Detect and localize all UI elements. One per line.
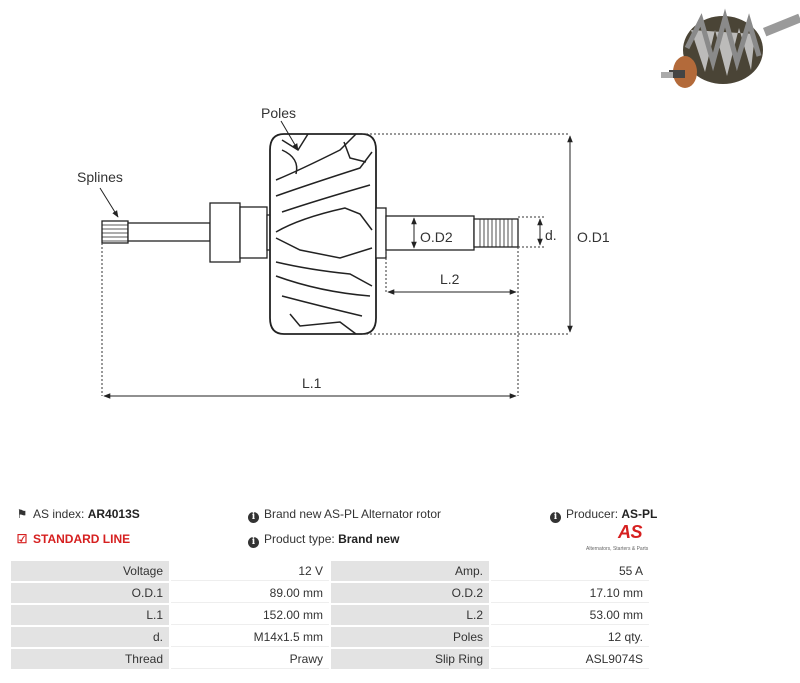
splines-leader <box>99 187 119 218</box>
table-row: d. M14x1.5 mm Poles 12 qty. <box>11 627 649 647</box>
as-index: ⚑AS index: AR4013S <box>16 507 140 521</box>
thread-lines <box>479 219 513 247</box>
table-row: O.D.1 89.00 mm O.D.2 17.10 mm <box>11 583 649 603</box>
label-d: d. <box>545 227 557 243</box>
spec-value: 12 qty. <box>491 627 649 647</box>
label-l2: L.2 <box>440 271 460 287</box>
rotor-technical-drawing: Poles Splines O.D1 O.D2 d. L.2 L.1 <box>77 105 610 399</box>
info-icon: i <box>550 512 561 523</box>
rotor-body <box>269 133 377 335</box>
spec-label: Poles <box>331 627 489 647</box>
label-splines: Splines <box>77 169 123 185</box>
spec-label: d. <box>11 627 169 647</box>
spec-label: Thread <box>11 649 169 669</box>
spec-label: L.1 <box>11 605 169 625</box>
standard-line: ☑STANDARD LINE <box>16 532 131 546</box>
shaft-spline-section <box>101 220 129 244</box>
alternator-rotor-photo <box>661 8 800 88</box>
product-type-value: Brand new <box>338 532 400 546</box>
spec-label: O.D.2 <box>331 583 489 603</box>
poles-leader <box>280 120 299 151</box>
spec-label: O.D.1 <box>11 583 169 603</box>
info-icon: i <box>248 537 259 548</box>
slip-ring-section <box>385 215 475 251</box>
logo-mark: AS <box>617 522 643 542</box>
spec-label: Slip Ring <box>331 649 489 669</box>
table-row: L.1 152.00 mm L.2 53.00 mm <box>11 605 649 625</box>
spec-value: 55 A <box>491 561 649 581</box>
right-spacer <box>375 207 387 259</box>
shaft-left <box>127 222 211 242</box>
as-pl-logo: AS Alternators, Starters & Parts <box>586 522 650 552</box>
label-poles: Poles <box>261 105 296 121</box>
spline-lines <box>102 224 128 242</box>
spec-value: 152.00 mm <box>171 605 329 625</box>
dimension-arrows <box>99 120 573 399</box>
spec-value: 53.00 mm <box>491 605 649 625</box>
spec-label: Voltage <box>11 561 169 581</box>
label-l1: L.1 <box>302 375 322 391</box>
extension-lines <box>101 133 570 396</box>
label-od1: O.D1 <box>577 229 610 245</box>
spec-table: Voltage 12 V Amp. 55 A O.D.1 89.00 mm O.… <box>9 559 651 671</box>
info-icon: i <box>248 512 259 523</box>
label-od2: O.D2 <box>420 229 453 245</box>
spec-value: 17.10 mm <box>491 583 649 603</box>
checkbox-check-icon: ☑ <box>16 532 28 546</box>
logo-subtext: Alternators, Starters & Parts <box>586 546 649 552</box>
spec-value: 89.00 mm <box>171 583 329 603</box>
spec-label: L.2 <box>331 605 489 625</box>
producer-value: AS-PL <box>621 507 658 521</box>
spec-label: Amp. <box>331 561 489 581</box>
left-collar <box>209 202 241 263</box>
spec-value: ASL9074S <box>491 649 649 669</box>
spec-value: M14x1.5 mm <box>171 627 329 647</box>
spec-value: 12 V <box>171 561 329 581</box>
spec-value: Prawy <box>171 649 329 669</box>
table-row: Thread Prawy Slip Ring ASL9074S <box>11 649 649 669</box>
as-index-value: AR4013S <box>87 507 140 521</box>
table-row: Voltage 12 V Amp. 55 A <box>11 561 649 581</box>
tag-icon: ⚑ <box>16 507 28 521</box>
left-collar-inner <box>239 206 268 259</box>
